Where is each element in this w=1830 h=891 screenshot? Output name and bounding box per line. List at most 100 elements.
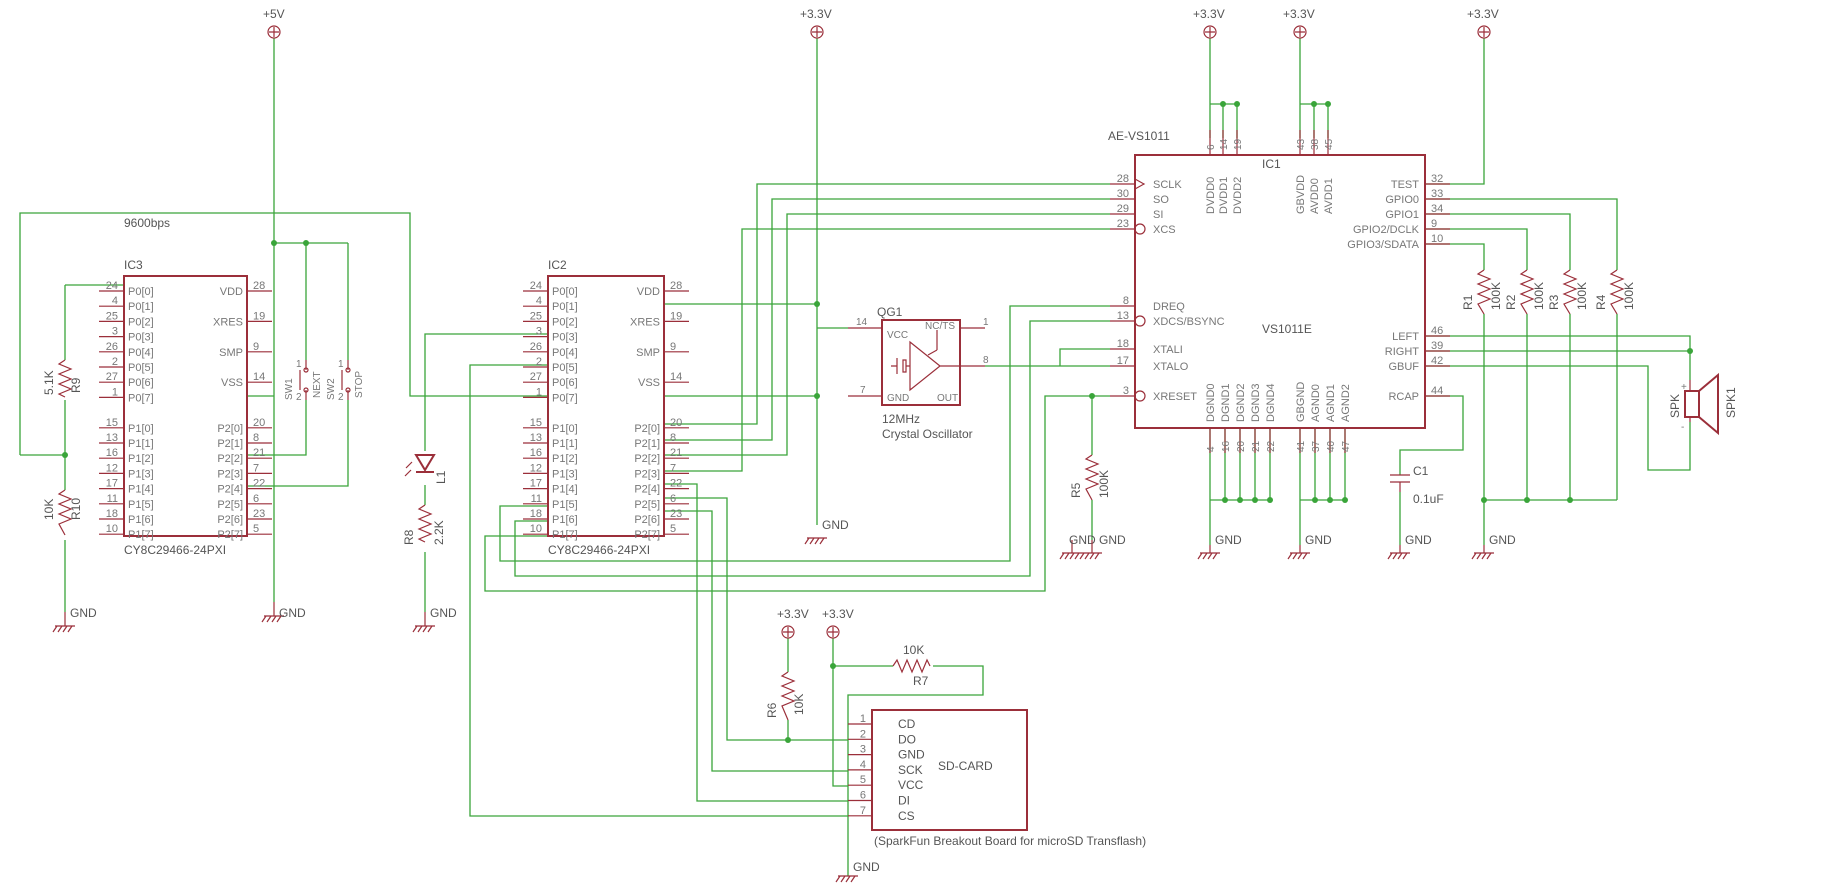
- ic2-pin-num: 4: [536, 295, 542, 307]
- ic3-pin-label: XRES: [213, 316, 243, 328]
- spk-minus: -: [1681, 422, 1684, 433]
- r6-value: 10K: [792, 694, 806, 715]
- ic1-pin-label: SO: [1153, 194, 1169, 206]
- ic3-pin-num: 5: [253, 523, 259, 535]
- ic3-pin-label: P1[0]: [128, 423, 154, 435]
- r4-value: 100K: [1622, 282, 1636, 310]
- ic1-pin-num: 22: [1266, 440, 1277, 452]
- sd-label: SD-CARD: [938, 759, 993, 773]
- ic1-pin-num: 45: [1324, 138, 1335, 150]
- ic1-pin-label: XRESET: [1153, 391, 1197, 403]
- ic3-pin-label: P2[4]: [217, 484, 243, 496]
- qg1-name: QG1: [877, 305, 903, 319]
- ic3-pin-num: 1: [112, 386, 118, 398]
- ic1-pin-num: 3: [1123, 385, 1129, 397]
- sw2-pin2: 2: [338, 392, 344, 403]
- ic1-pin-num: 30: [1117, 188, 1129, 200]
- ic3-pin-num: 11: [107, 493, 118, 505]
- qg1-pin7: 7: [860, 385, 866, 396]
- ic3-pin-num: 18: [106, 508, 118, 520]
- ic3-pin-label: P0[5]: [128, 362, 154, 374]
- resistor-r1: R1 100K: [1461, 269, 1503, 315]
- label-3v3-a: +3.3V: [800, 7, 832, 21]
- ic2-pin-label: P1[2]: [552, 453, 578, 465]
- ic2-pin-label: P0[3]: [552, 332, 578, 344]
- ic2-pin-label: P0[2]: [552, 316, 578, 328]
- ic2-pin-label: VDD: [637, 286, 660, 298]
- ic2-pin-num: 3: [536, 326, 542, 338]
- ic1-pin-label: XCS: [1153, 224, 1176, 236]
- ic2-pin-num: 23: [670, 508, 682, 520]
- ic1-pin-num: 28: [1117, 173, 1129, 185]
- gnd-label-2: GND: [279, 606, 306, 620]
- supply-3v3-a: +3.3V: [800, 7, 832, 39]
- ic3-pin-label: P0[6]: [128, 377, 154, 389]
- ic2-pin-label: P0[4]: [552, 347, 578, 359]
- ic3-pin-num: 19: [253, 310, 265, 322]
- ic1-pin-num: 42: [1431, 355, 1443, 367]
- ic1-pin-num: 33: [1431, 188, 1443, 200]
- sw1-pin2: 2: [296, 392, 302, 403]
- ic2-name: IC2: [548, 258, 567, 272]
- ic1-title: AE-VS1011: [1108, 129, 1170, 143]
- ic1-pin-num: 18: [1117, 338, 1129, 350]
- ic3-pin-label: P2[0]: [217, 423, 243, 435]
- ic1-inverter-bubble: [1134, 390, 1146, 402]
- ic3-pin-num: 17: [106, 478, 118, 490]
- ic1-pin-label: DGND0: [1205, 383, 1217, 422]
- r9-name: R9: [69, 377, 83, 393]
- ic3-pin-num: 21: [253, 447, 265, 459]
- sw2-pin1: 1: [338, 359, 344, 370]
- ic3-pin-label: P0[3]: [128, 332, 154, 344]
- ic3-pin-label: P2[3]: [217, 468, 243, 480]
- ic1-pin-num: 17: [1117, 355, 1129, 367]
- ic3-pin-num: 13: [106, 432, 118, 444]
- speaker-spk1: SPK1 SPK + -: [1668, 372, 1738, 436]
- ic3-pin-num: 20: [253, 417, 265, 429]
- ic2-pin-label: SMP: [636, 347, 660, 359]
- sd-pin-num: 6: [860, 790, 866, 802]
- r4-name: R4: [1594, 294, 1608, 310]
- label-3v3-c: +3.3V: [1283, 7, 1315, 21]
- gnd-label-9: GND: [1405, 533, 1432, 547]
- label-3v3-b: +3.3V: [1193, 7, 1225, 21]
- sw1-pin1: 1: [296, 359, 302, 370]
- r8-name: R8: [402, 529, 416, 545]
- ic2-pin-num: 5: [670, 523, 676, 535]
- ic2-pin-num: 27: [530, 371, 542, 383]
- ic3-pin-num: 25: [106, 310, 118, 322]
- label-3v3-f: +3.3V: [822, 607, 854, 621]
- ic3-pin-num: 15: [106, 417, 118, 429]
- ic2-pin-num: 25: [530, 310, 542, 322]
- ic1-clock-mark: [1134, 178, 1146, 190]
- ic1-pin-label: SCLK: [1153, 179, 1182, 191]
- ic2-pin-label: P2[2]: [634, 453, 660, 465]
- ic3-name: IC3: [124, 258, 143, 272]
- ic3-pin-label: P2[2]: [217, 453, 243, 465]
- ic1-pin-label: TEST: [1391, 179, 1419, 191]
- ic1-pin-num: 4: [1206, 446, 1217, 452]
- ic1-pin-label: LEFT: [1392, 331, 1419, 343]
- ic1-pin-label: GBGND: [1295, 382, 1307, 422]
- ic1-pin-label: SI: [1153, 209, 1163, 221]
- ic3-pin-label: P2[1]: [217, 438, 243, 450]
- ic1-pin-label: AGND0: [1310, 384, 1322, 422]
- ic1-pin-label: GPIO0: [1385, 194, 1419, 206]
- ic3-pin-label: P1[2]: [128, 453, 154, 465]
- ic1-pin-label: RIGHT: [1385, 346, 1420, 358]
- ic1-pin-num: 29: [1117, 203, 1129, 215]
- ic2-pin-label: XRES: [630, 316, 660, 328]
- ic2-pin-label: P0[5]: [552, 362, 578, 374]
- sd-pin-label: CS: [898, 809, 915, 823]
- ic2-pin-label: P1[3]: [552, 468, 578, 480]
- ic1-pin-label: AGND1: [1325, 384, 1337, 422]
- r5-name: R5: [1069, 482, 1083, 498]
- ic3-pin-num: 2: [112, 356, 118, 368]
- resistor-r3: R3 100K: [1547, 269, 1589, 315]
- ic2-pin-label: P1[1]: [552, 438, 578, 450]
- r2-name: R2: [1504, 294, 1518, 310]
- qg1-pin14: 14: [856, 317, 868, 328]
